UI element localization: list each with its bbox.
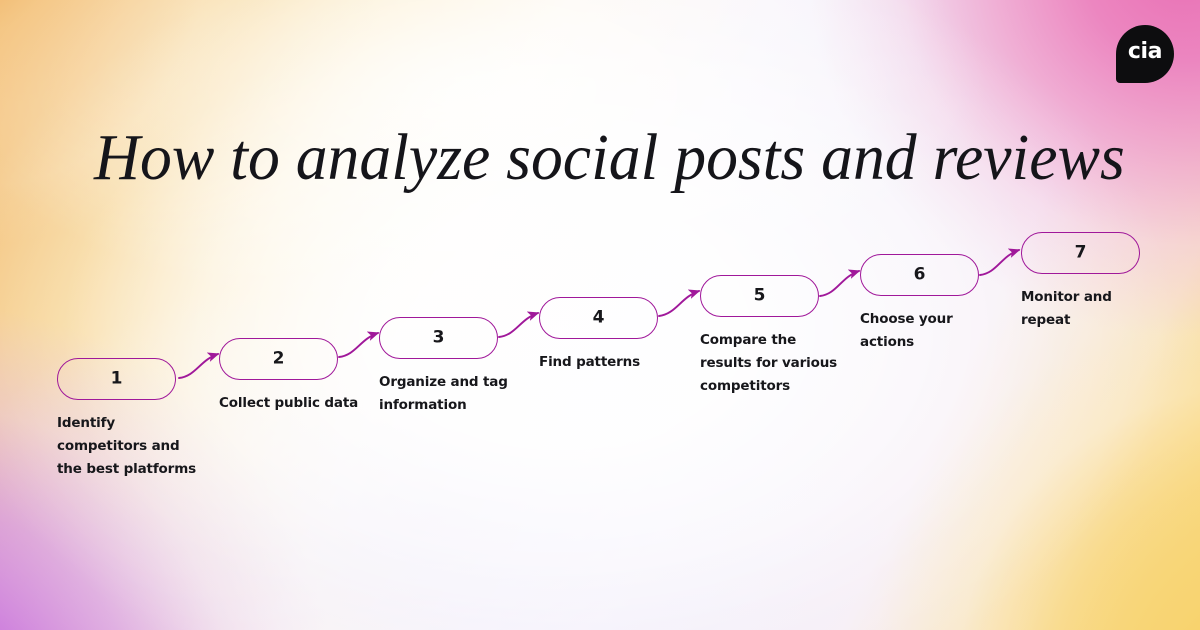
step-3-label: Organize and tag information [379, 374, 508, 413]
step-5-pill[interactable]: 5 [700, 275, 819, 317]
step-3-pill[interactable]: 3 [379, 317, 498, 359]
step-5-number: 5 [753, 285, 766, 305]
cia-logo-text: cia [1127, 39, 1163, 64]
step-4-label: Find patterns [539, 354, 641, 370]
step-6-label: Choose your actions [860, 311, 953, 350]
step-6[interactable]: 6 Choose your actions [860, 254, 990, 354]
step-6-number: 6 [913, 264, 926, 284]
step-7-label: Monitor and repeat [1021, 289, 1112, 328]
step-6-pill[interactable]: 6 [860, 254, 979, 296]
step-4[interactable]: 4 Find patterns [539, 297, 669, 374]
step-7[interactable]: 7 Monitor and repeat [1021, 232, 1151, 332]
step-4-pill[interactable]: 4 [539, 297, 658, 339]
step-2-pill[interactable]: 2 [219, 338, 338, 380]
step-7-number: 7 [1074, 242, 1087, 262]
step-1[interactable]: 1 Identify competitors and the best plat… [57, 358, 217, 481]
step-5-label: Compare the results for various competit… [700, 332, 838, 394]
step-2-number: 2 [272, 348, 285, 368]
step-1-label: Identify competitors and the best platfo… [57, 415, 196, 477]
step-5[interactable]: 5 Compare the results for various compet… [700, 275, 860, 398]
step-2-label: Collect public data [219, 395, 359, 411]
step-3[interactable]: 3 Organize and tag information [379, 317, 539, 417]
step-1-number: 1 [110, 368, 123, 388]
cia-logo[interactable]: cia [1116, 25, 1174, 83]
step-1-pill[interactable]: 1 [57, 358, 176, 400]
page-title: How to analyze social posts and reviews [94, 121, 1125, 195]
step-3-number: 3 [432, 327, 445, 347]
step-2[interactable]: 2 Collect public data [219, 338, 379, 415]
step-4-number: 4 [592, 307, 605, 327]
step-7-pill[interactable]: 7 [1021, 232, 1140, 274]
